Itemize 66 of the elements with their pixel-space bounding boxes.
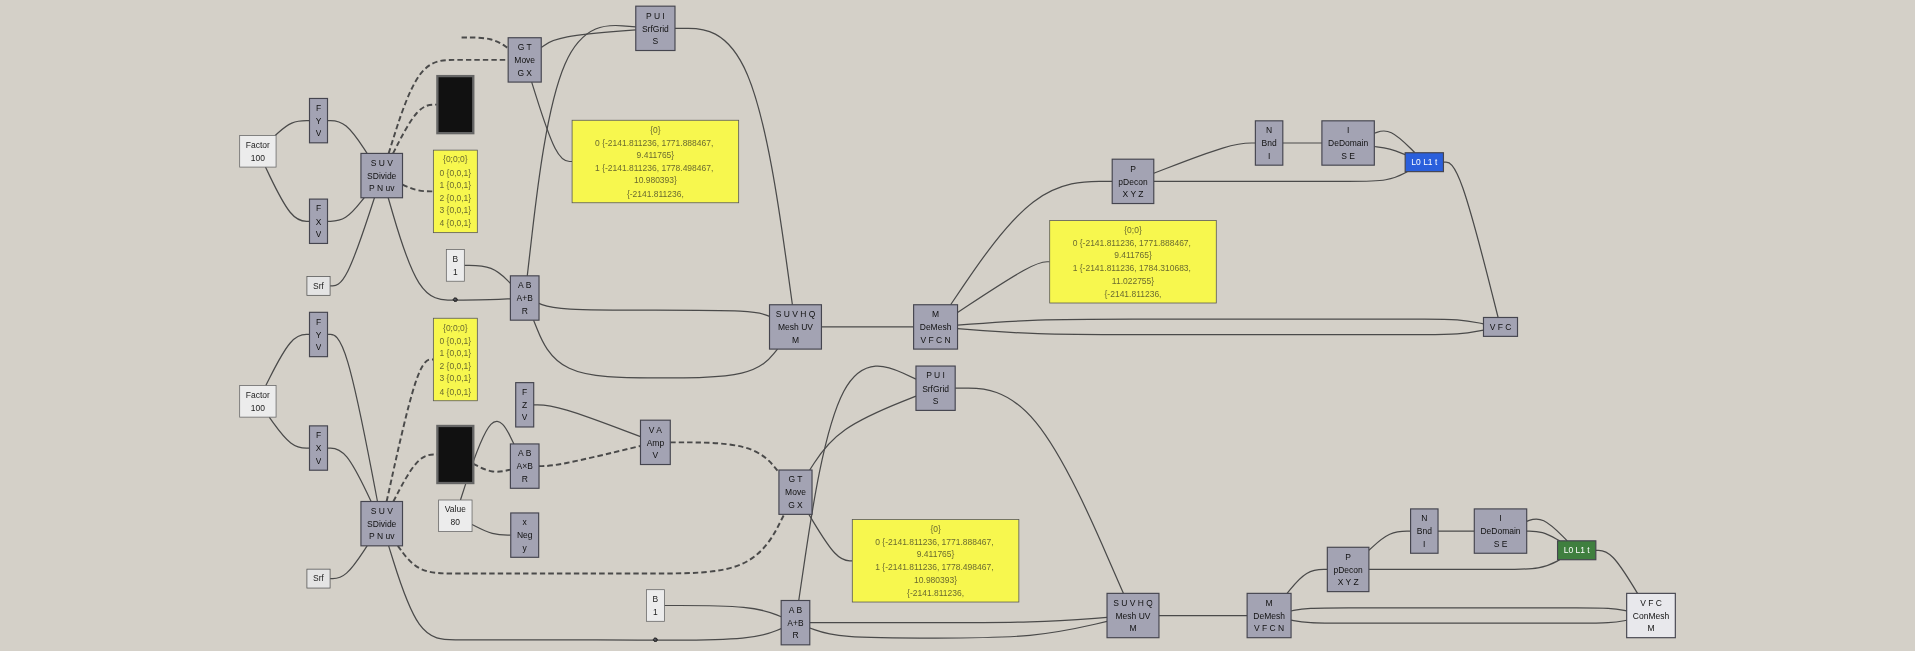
node-box: S U V H Q Mesh UV M	[1106, 592, 1160, 639]
node-box: Srf	[306, 276, 331, 296]
node-box: V F C	[1482, 316, 1519, 337]
node-box	[436, 424, 475, 485]
node-box: S U V H Q Mesh UV M	[768, 304, 823, 350]
connector	[1286, 568, 1328, 594]
connector	[463, 264, 511, 285]
node-box: V A Amp V	[639, 419, 671, 466]
connector	[808, 513, 853, 562]
node-box: B 1	[445, 249, 465, 282]
node-box: P U I SrfGrid S	[635, 5, 676, 52]
node-box: N Bnd I	[1410, 508, 1439, 554]
connector	[387, 197, 455, 301]
node-box: G T Move G X	[778, 469, 813, 515]
node-box: P pDecon X Y Z	[1111, 158, 1155, 205]
node-box: F Y V	[308, 97, 329, 144]
node-box: {0;0} 0 {-2141.811236, 1771.888467, 9.411765} 1 {-2141.811236, 1784.310683, 11.022755} {-2141.811236,	[1049, 220, 1217, 304]
node-box: F X V	[308, 425, 329, 471]
node-box: B 1	[646, 589, 665, 622]
connector	[396, 513, 786, 575]
connector	[1153, 142, 1256, 174]
connector	[950, 180, 1113, 306]
node-box: {0;0;0} 0 {0,0,1} 1 {0,0,1} 2 {0,0,1} 3 {0,0,1} 4 {0,0,1}	[432, 149, 478, 234]
connector	[329, 545, 368, 580]
node-box: {0;0;0} 0 {0,0,1} 1 {0,0,1} 2 {0,0,1} 3 {0,0,1} 4 {0,0,1}	[432, 317, 478, 402]
node-box: {0} 0 {-2141.811236, 1771.888467, 9.411765} 1 {-2141.811236, 1778.498467, 10.980393} {-2141.811236,	[851, 519, 1020, 603]
connector	[809, 616, 1108, 624]
node-box: {0} 0 {-2141.811236, 1771.888467, 9.411765} 1 {-2141.811236, 1778.498467, 10.980393} {-2141.811236,	[571, 119, 740, 204]
node-box: P pDecon X Y Z	[1326, 546, 1370, 593]
node-box: Factor 100	[239, 385, 277, 418]
connector	[809, 620, 1108, 639]
connector	[1526, 530, 1561, 542]
node-box: x Neg y	[510, 512, 540, 558]
node-box: F Y V	[308, 311, 329, 358]
connector	[1526, 518, 1568, 542]
connector	[532, 319, 779, 379]
connector	[531, 81, 573, 163]
node-box: M DeMesh V F C N	[1246, 592, 1292, 639]
node-box: Value 80	[438, 499, 473, 532]
connector	[457, 298, 511, 301]
node-box: I DeDomain S E	[1473, 508, 1528, 554]
node-box: Factor 100	[239, 135, 277, 168]
connector	[657, 627, 782, 641]
node-box: S U V SDivide P N uv	[360, 152, 404, 199]
node-box	[436, 74, 475, 135]
node-box: A B A+B R	[780, 599, 811, 646]
connector	[1153, 171, 1408, 182]
node-box: P U I SrfGrid S	[915, 365, 956, 411]
connector	[663, 604, 782, 618]
connector	[388, 545, 655, 641]
connector	[1595, 549, 1639, 594]
node-box: V F C ConMesh M	[1626, 592, 1676, 639]
node-box: F Z V	[515, 382, 535, 428]
connector	[1158, 614, 1248, 617]
connector	[329, 197, 376, 287]
node-box: A B A+B R	[509, 275, 540, 321]
node-box: I DeDomain S E	[1321, 120, 1375, 166]
node-box: M DeMesh V F C N	[913, 304, 959, 350]
node-box: F X V	[308, 198, 329, 244]
connector	[674, 27, 793, 306]
node-box: S U V SDivide P N uv	[360, 500, 404, 547]
node-box: N Bnd I	[1254, 120, 1284, 166]
node-box: Srf	[306, 568, 331, 589]
node-box: G T Move G X	[507, 37, 542, 83]
node-box: A B A×B R	[509, 443, 540, 489]
connector	[1368, 559, 1561, 571]
